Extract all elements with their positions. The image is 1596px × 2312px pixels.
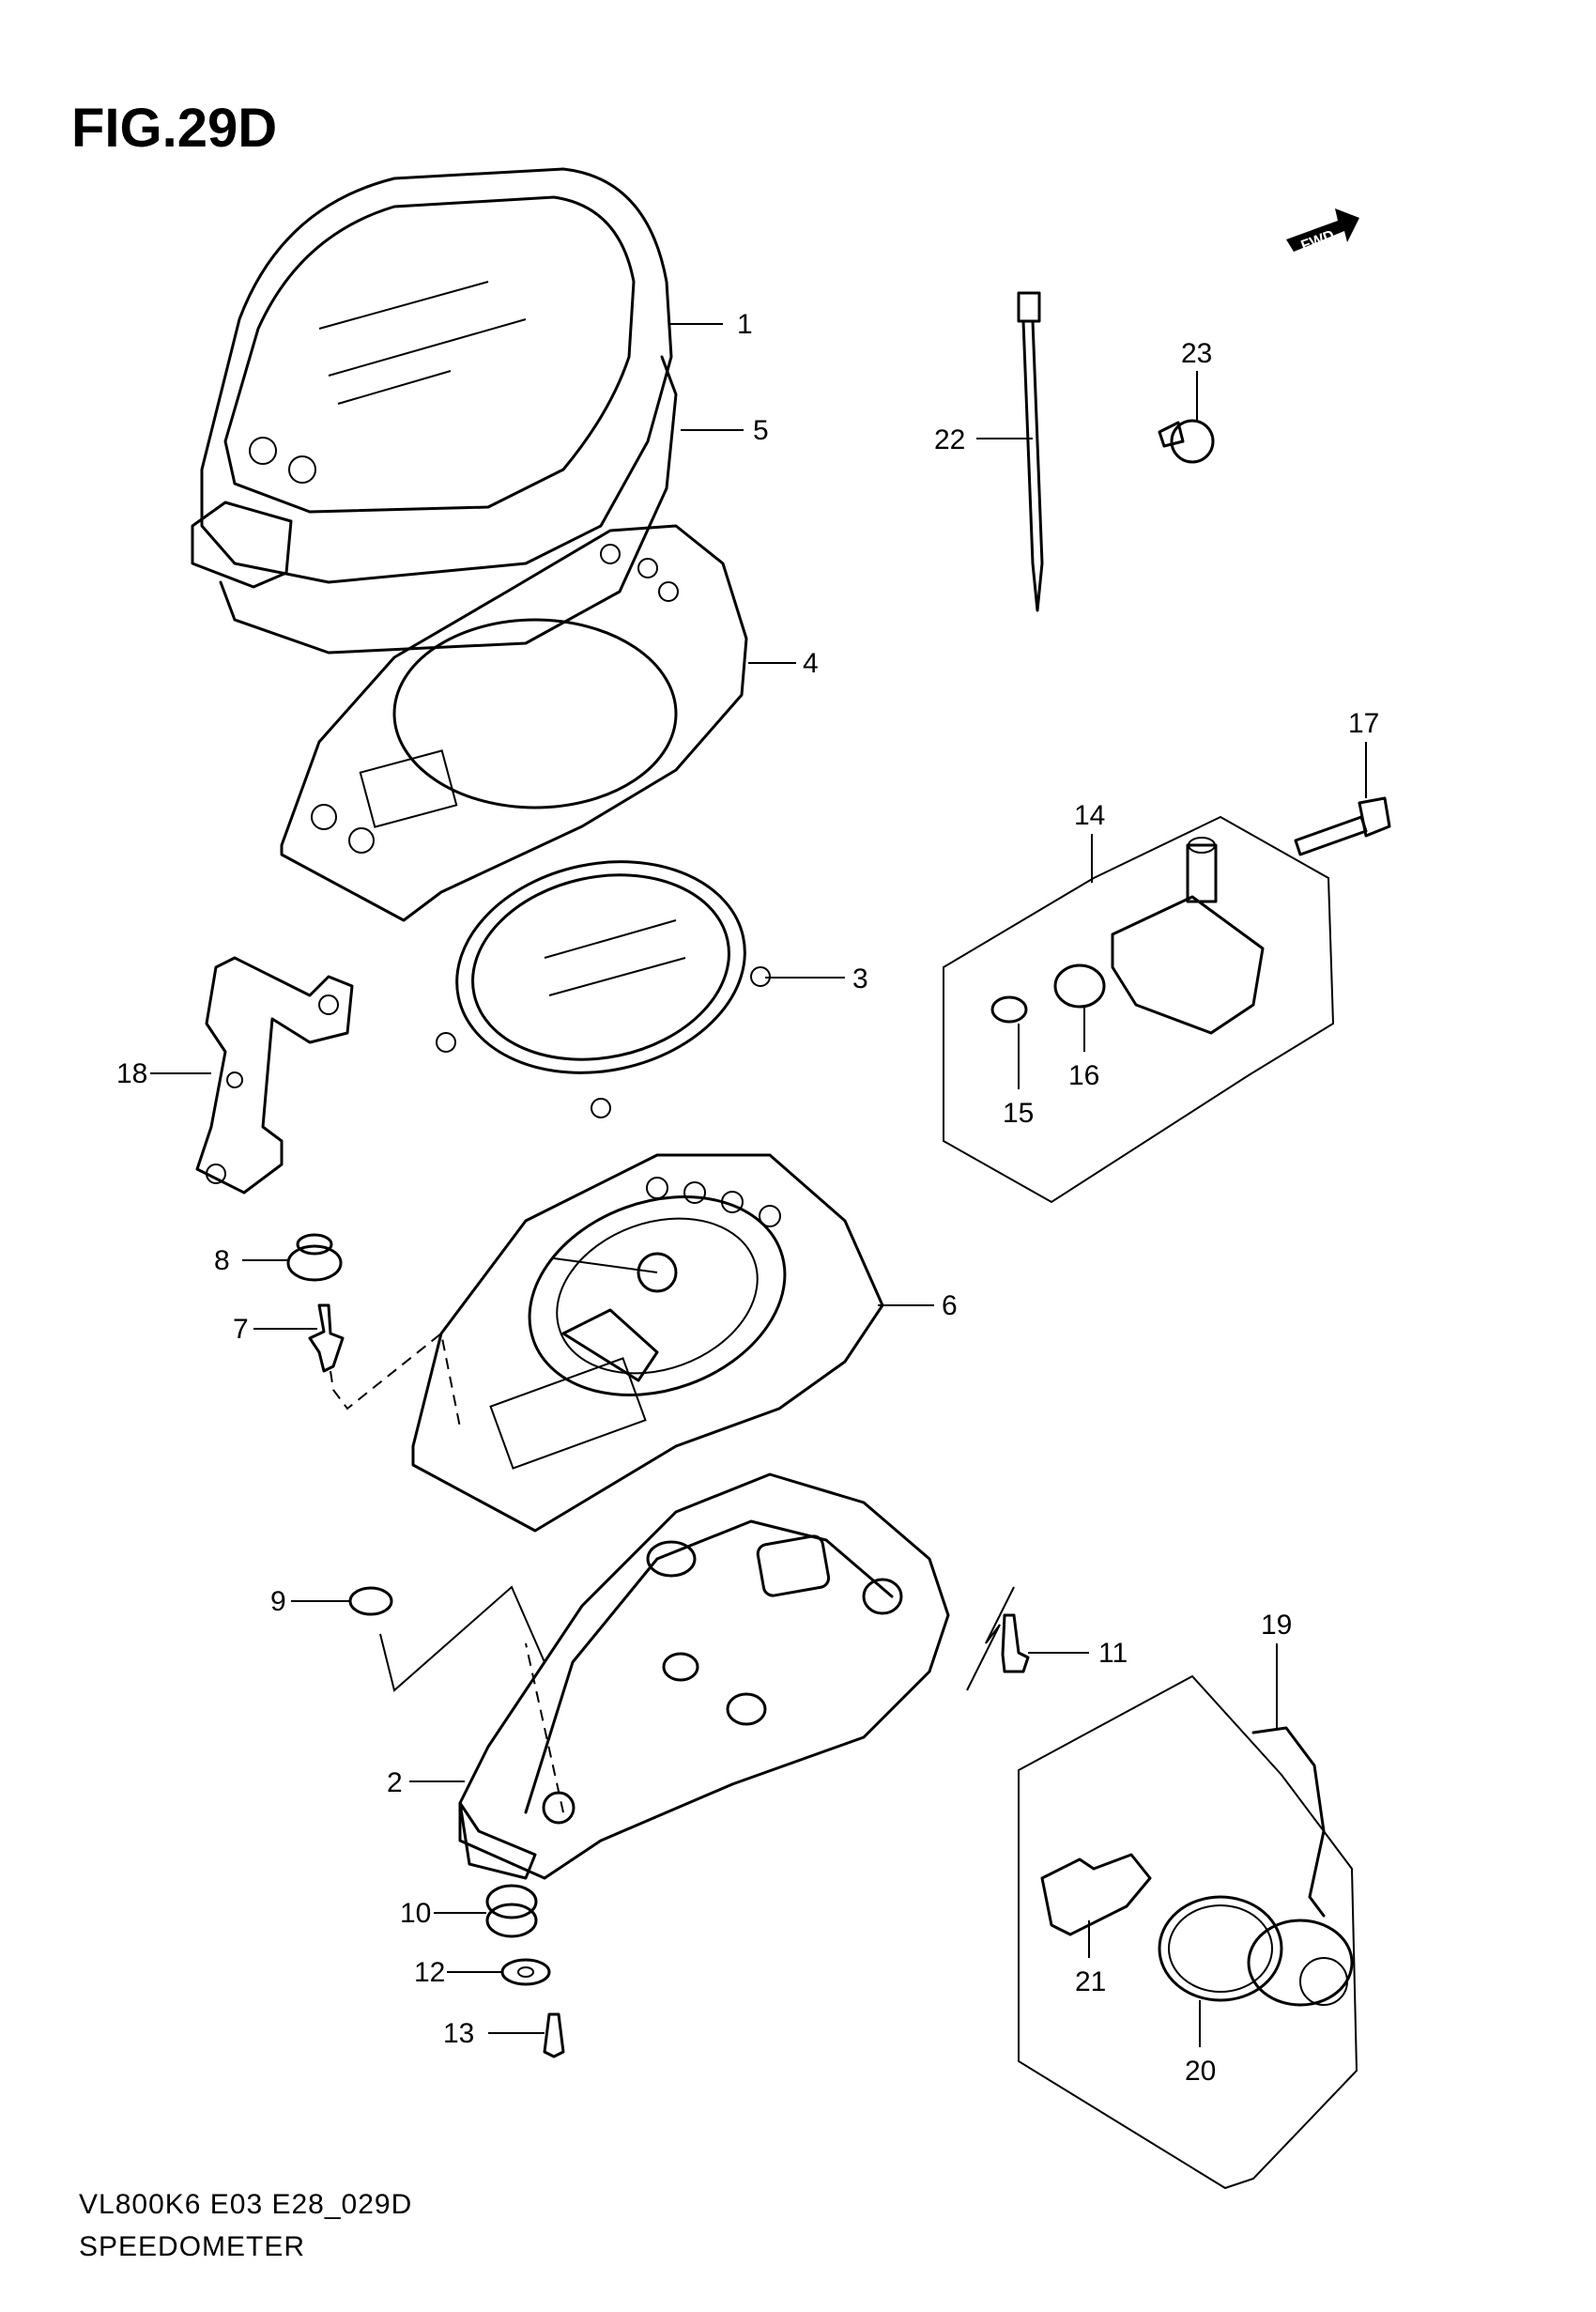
sensor-assembly	[1018, 1674, 1358, 2190]
clamp-part	[1158, 419, 1215, 464]
callout-10: 10	[400, 1898, 431, 1929]
bezel-ring-part	[436, 860, 771, 1118]
callout-23: 23	[1181, 338, 1212, 369]
meter-cover-part	[191, 167, 673, 589]
callout-6: 6	[942, 1290, 958, 1321]
callout-14: 14	[1074, 800, 1105, 831]
callout-9: 9	[270, 1586, 286, 1617]
callout-2: 2	[387, 1767, 403, 1798]
lower-case-part	[458, 1472, 950, 1880]
callout-4: 4	[803, 648, 819, 679]
callout-18: 18	[116, 1058, 147, 1089]
callout-7: 7	[233, 1314, 249, 1345]
washer-part	[500, 1958, 551, 1986]
sensor-wire-part	[1251, 1726, 1326, 1918]
callout-8: 8	[214, 1245, 230, 1276]
sensor-housing-part	[1247, 1919, 1354, 2007]
cap-part	[348, 1585, 545, 1692]
bracket-part	[195, 956, 354, 1195]
fwd-label: FWD	[1299, 227, 1337, 254]
model-code: VL800K6 E03 E28_029D	[79, 2189, 412, 2220]
callout-5: 5	[753, 415, 769, 446]
callout-11: 11	[1098, 1638, 1128, 1669]
callout-16: 16	[1068, 1060, 1099, 1091]
screw-part-11	[966, 1586, 1030, 1691]
collar-part	[308, 1303, 461, 1428]
callout-20: 20	[1185, 2056, 1216, 2087]
spacer-part	[1040, 1853, 1152, 1936]
bolt-part	[1294, 796, 1391, 856]
grommet-part	[286, 1233, 343, 1282]
speedometer-unit-part	[411, 1153, 884, 1533]
callout-12: 12	[414, 1957, 445, 1988]
figure-title: FIG.29D	[71, 98, 277, 159]
fwd-arrow-icon: FWD	[1286, 208, 1359, 254]
board-part	[1111, 895, 1265, 1035]
callout-22: 22	[934, 424, 965, 455]
callout-21: 21	[1075, 1966, 1106, 1997]
callout-13: 13	[443, 2018, 474, 2049]
cable-tie-part	[1017, 291, 1044, 612]
bulb-part	[990, 995, 1028, 1024]
screw-part-13	[543, 2012, 565, 2058]
seal-ring-part	[1158, 1895, 1283, 2002]
callout-19: 19	[1261, 1610, 1292, 1641]
bulb-socket-assembly	[943, 815, 1335, 1204]
callout-17: 17	[1348, 708, 1379, 739]
socket-cap-part	[1053, 963, 1106, 1009]
callout-3: 3	[852, 963, 868, 994]
gasket-part	[219, 355, 678, 655]
meter-frame-part	[280, 524, 748, 922]
callout-15: 15	[1003, 1098, 1034, 1129]
callout-1: 1	[737, 309, 753, 340]
grommet-lower-part	[485, 1884, 538, 1938]
diagram-caption: SPEEDOMETER	[79, 2231, 305, 2262]
leader-lines	[150, 323, 1367, 2047]
